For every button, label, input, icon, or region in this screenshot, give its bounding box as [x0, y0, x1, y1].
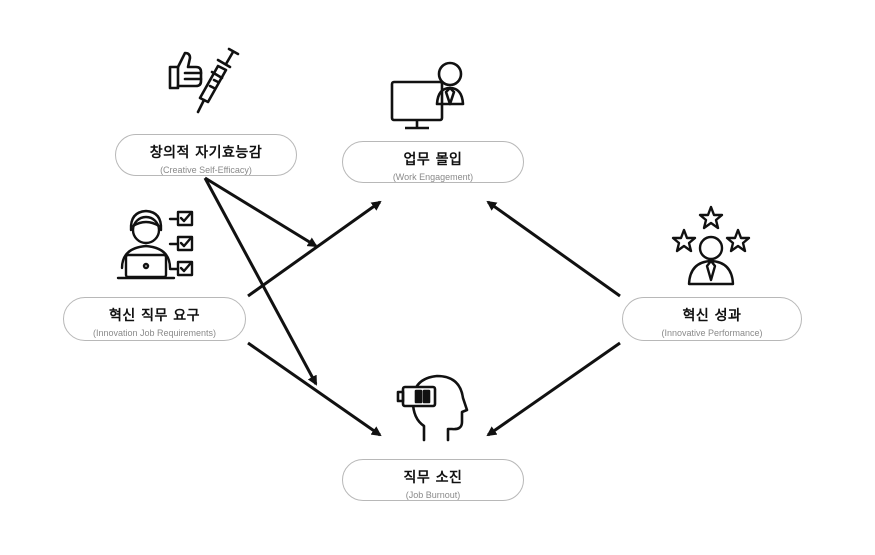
node-subtitle: (Innovation Job Requirements) [92, 328, 217, 338]
node-title: 혁신 성과 [682, 308, 742, 324]
node-work-engagement: 업무 몰입 (Work Engagement) [342, 141, 524, 183]
node-title: 직무 소진 [403, 470, 463, 486]
node-title: 업무 몰입 [403, 152, 463, 168]
node-subtitle: (Job Burnout) [405, 490, 461, 500]
node-subtitle: (Work Engagement) [392, 172, 474, 182]
node-job-burnout: 직무 소진 (Job Burnout) [342, 459, 524, 501]
arrow-ijr-to-work-engagement [247, 200, 382, 298]
arrow-ip-to-job-burnout [486, 341, 621, 437]
node-subtitle: (Creative Self-Efficacy) [160, 165, 252, 175]
node-innovation-job-requirements: 혁신 직무 요구 (Innovation Job Requirements) [63, 297, 246, 341]
node-title: 혁신 직무 요구 [108, 308, 201, 324]
node-innovative-performance: 혁신 성과 (Innovative Performance) [622, 297, 802, 341]
node-subtitle: (Innovative Performance) [661, 328, 763, 338]
arrow-cse-to-midpoint [204, 176, 318, 248]
arrow-cse-to-midpoint-lower [203, 177, 318, 386]
arrow-ip-to-work-engagement [486, 200, 621, 298]
arrow-ijr-to-job-burnout [247, 341, 382, 437]
node-title: 창의적 자기효능감 [149, 145, 263, 161]
node-creative-self-efficacy: 창의적 자기효능감 (Creative Self-Efficacy) [115, 134, 297, 176]
